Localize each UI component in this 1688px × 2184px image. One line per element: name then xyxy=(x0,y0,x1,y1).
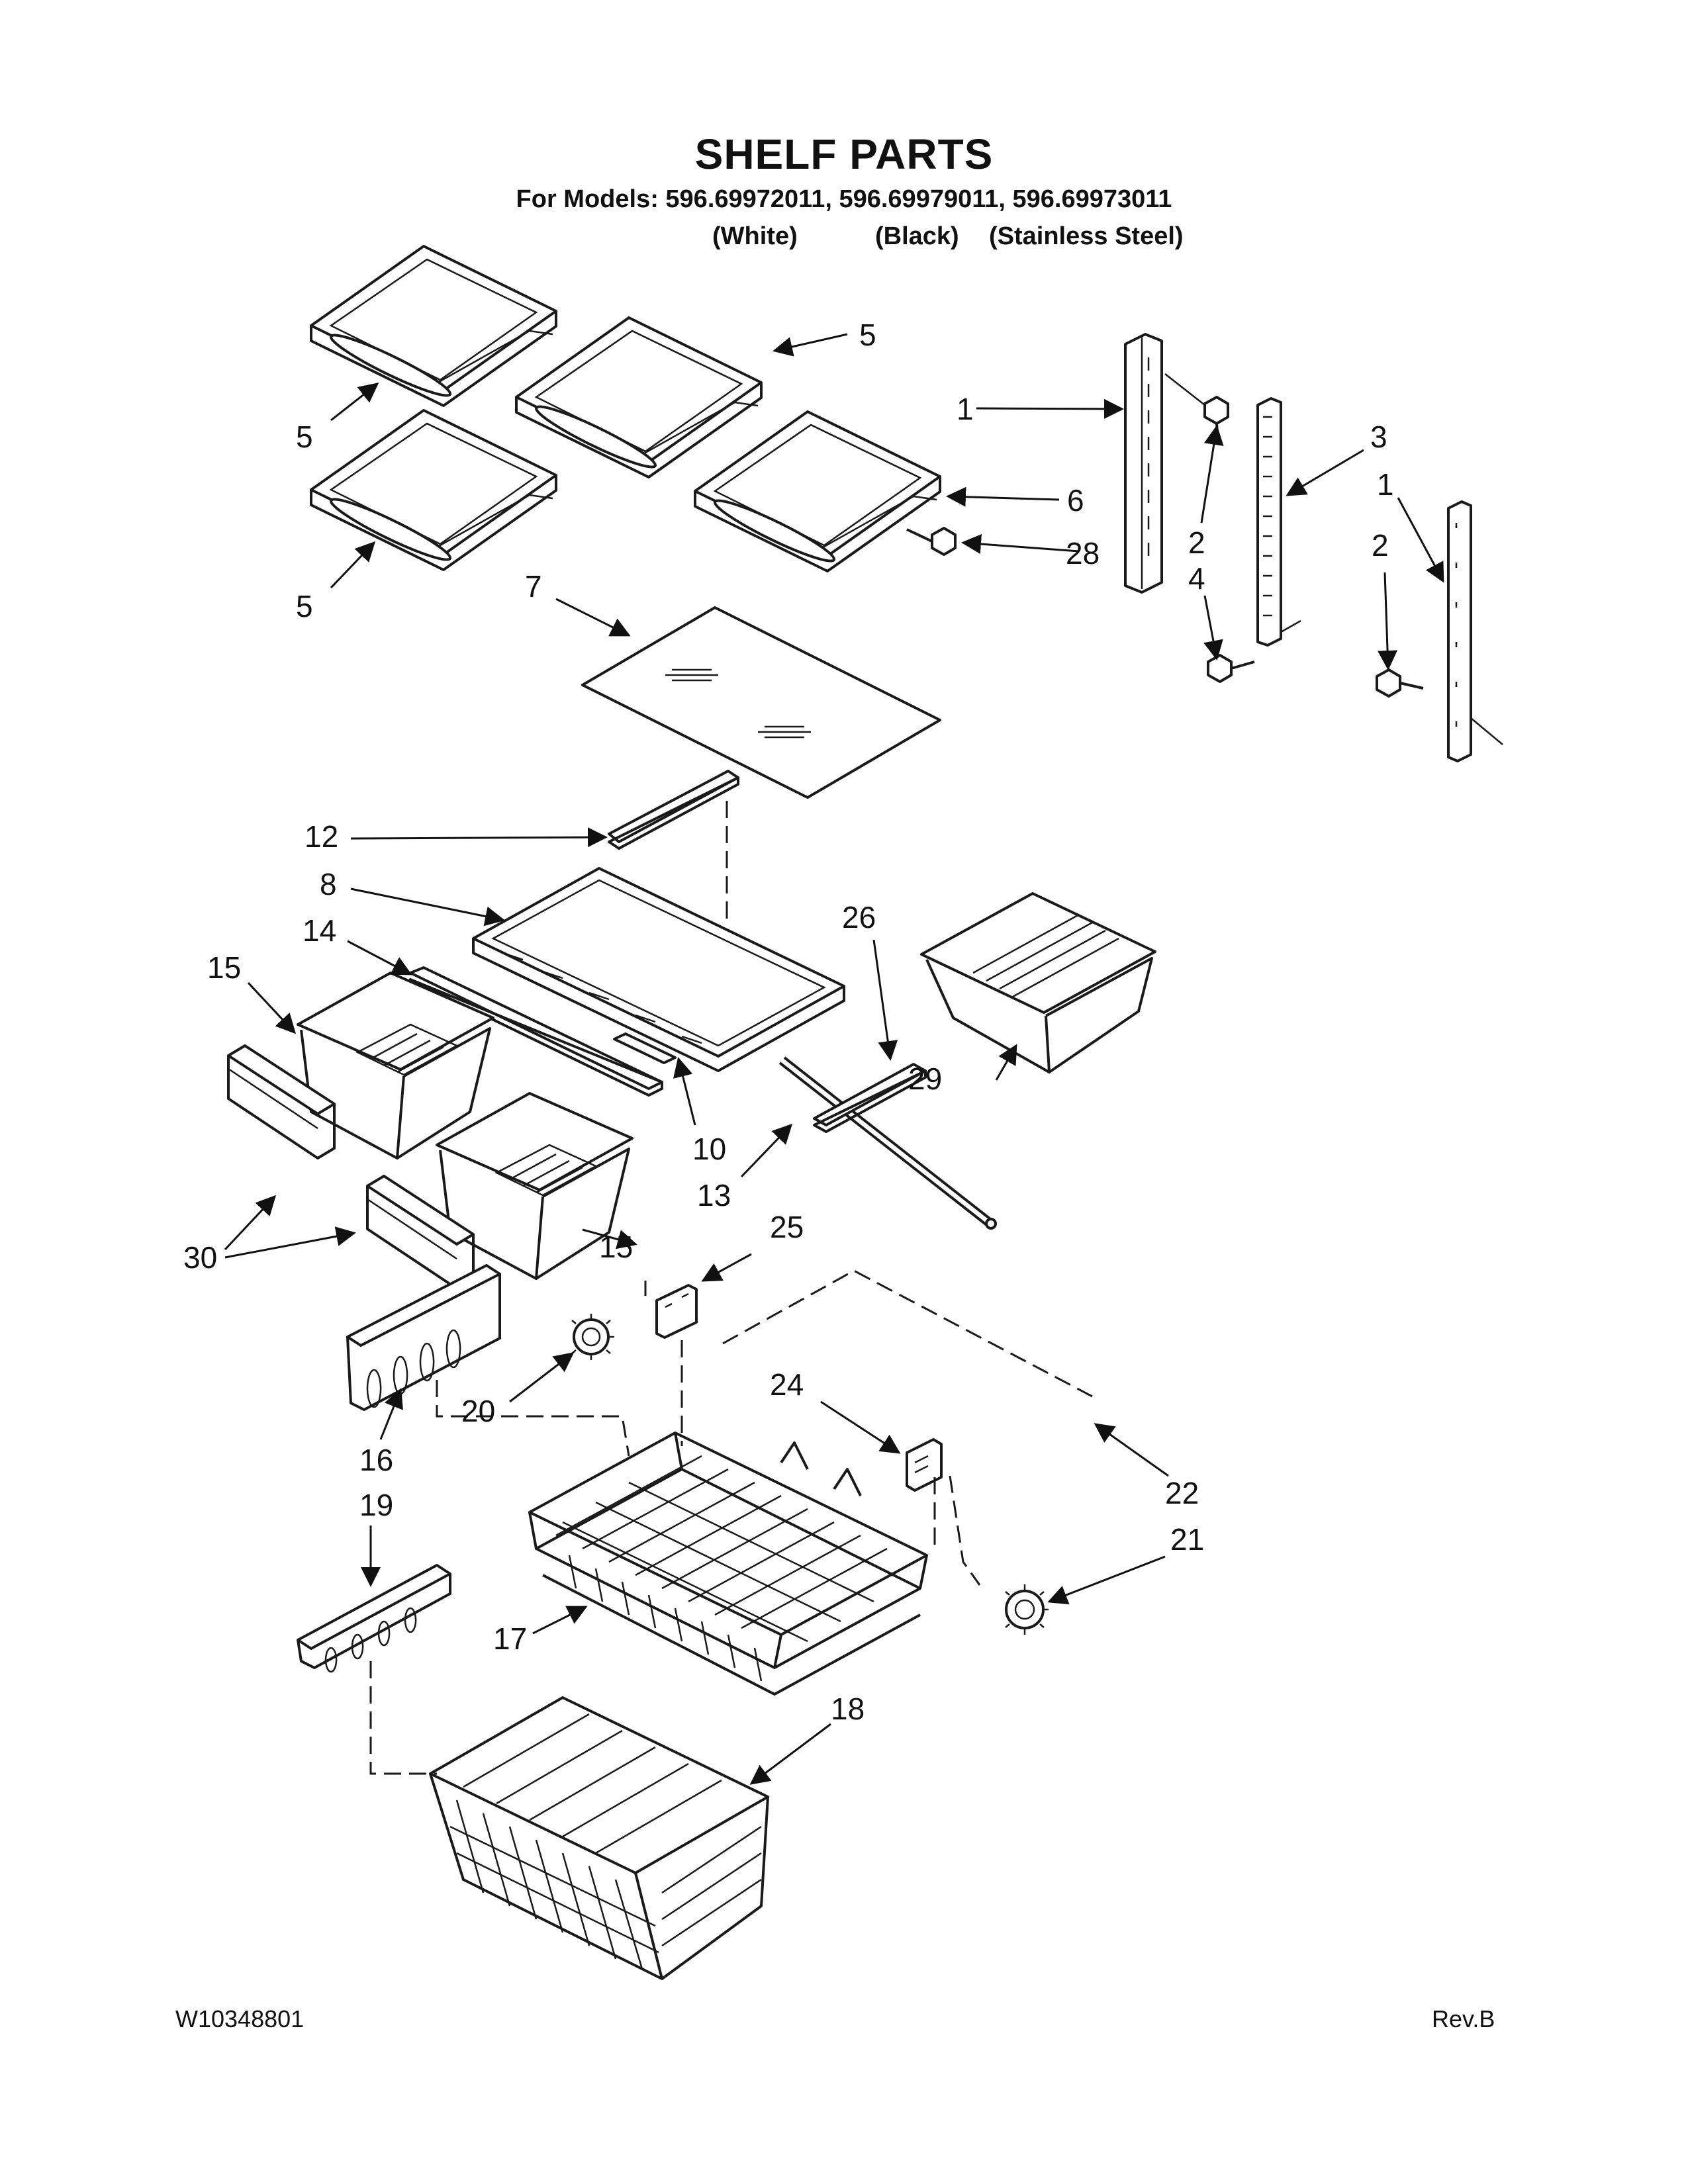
callout-16: 17 xyxy=(493,1621,527,1656)
gear-21 xyxy=(1005,1584,1049,1635)
callout-29: 29 xyxy=(908,1062,942,1096)
callout-26: 26 xyxy=(842,900,876,934)
models-line: For Models: 596.69972011, 596.69979011, … xyxy=(516,185,1172,213)
callout-6: 6 xyxy=(1067,483,1084,518)
callout-7: 7 xyxy=(525,569,542,604)
callout-labels: 5 5 5 1 2 4 3 1 2 6 28 7 12 8 14 15 26 1… xyxy=(183,318,1394,1726)
clip-10 xyxy=(613,1032,677,1064)
door-shelf-top-left xyxy=(310,245,557,407)
callout-8: 8 xyxy=(320,867,337,901)
screw-mid xyxy=(1207,654,1255,683)
crisper-pan-right xyxy=(436,1092,633,1280)
variant-white: (White) xyxy=(712,222,798,250)
door-shelf-top-right xyxy=(515,316,763,478)
crisper-pan-left xyxy=(297,972,494,1160)
callout-17: 16 xyxy=(359,1443,393,1477)
callout-1b: 1 xyxy=(1377,467,1394,502)
door-shelf-middle-left xyxy=(310,409,557,571)
callout-2b: 2 xyxy=(1372,528,1389,563)
callout-18: 18 xyxy=(831,1692,865,1726)
variant-stainless: (Stainless Steel) xyxy=(989,222,1184,250)
callout-24: 24 xyxy=(770,1367,804,1402)
doc-number: W10348801 xyxy=(175,2005,305,2032)
basket-rail-17 xyxy=(346,1264,501,1411)
callout-25: 25 xyxy=(770,1210,804,1244)
pan-cover-left xyxy=(227,1044,336,1160)
wire-basket-upper xyxy=(528,1432,928,1696)
shelf-rail-right xyxy=(1447,500,1503,762)
door-shelf-middle-right xyxy=(694,410,941,572)
support-rod xyxy=(778,1056,997,1230)
callout-2a: 2 xyxy=(1188,525,1205,560)
callout-12: 12 xyxy=(305,819,338,854)
callout-4: 4 xyxy=(1188,561,1205,596)
callout-15a: 15 xyxy=(207,950,241,985)
leader-arrows xyxy=(224,333,1444,1785)
callout-22: 22 xyxy=(1165,1476,1199,1510)
callout-5b: 5 xyxy=(859,318,876,352)
callout-19: 19 xyxy=(359,1488,393,1522)
screw-28 xyxy=(906,527,957,556)
page-title: SHELF PARTS xyxy=(694,130,994,178)
callout-14: 14 xyxy=(303,913,336,948)
callout-5a: 5 xyxy=(296,420,313,454)
screw-right xyxy=(1376,668,1424,698)
callout-13: 13 xyxy=(697,1178,731,1212)
callout-3: 3 xyxy=(1370,420,1387,454)
shelf-frame xyxy=(472,867,845,1072)
glass-shelf xyxy=(581,606,941,799)
wire-basket-lower xyxy=(429,1696,769,1980)
bracket-24 xyxy=(906,1438,943,1492)
shelf-rail-center xyxy=(1256,397,1301,647)
callout-5c: 5 xyxy=(296,589,313,623)
deli-drawer xyxy=(920,892,1156,1073)
shelf-trim-12 xyxy=(608,770,739,850)
callout-30: 30 xyxy=(183,1240,217,1275)
callout-28: 28 xyxy=(1066,536,1100,570)
callout-1a: 1 xyxy=(957,392,974,426)
bracket-25 xyxy=(655,1284,698,1339)
front-trim-strip xyxy=(409,966,663,1097)
callout-21: 21 xyxy=(1170,1522,1204,1557)
callout-15b: 15 xyxy=(599,1230,633,1264)
screw-top xyxy=(1164,373,1229,444)
shelf-rail-left xyxy=(1124,333,1163,594)
basket-rail-19 xyxy=(297,1564,451,1673)
callout-10: 10 xyxy=(692,1132,726,1166)
gear-20 xyxy=(571,1314,614,1360)
pan-cover-right xyxy=(366,1175,475,1290)
revision: Rev.B xyxy=(1432,2005,1495,2032)
callout-20: 20 xyxy=(461,1394,495,1428)
slide-26 xyxy=(813,1063,927,1133)
variant-black: (Black) xyxy=(875,222,959,250)
